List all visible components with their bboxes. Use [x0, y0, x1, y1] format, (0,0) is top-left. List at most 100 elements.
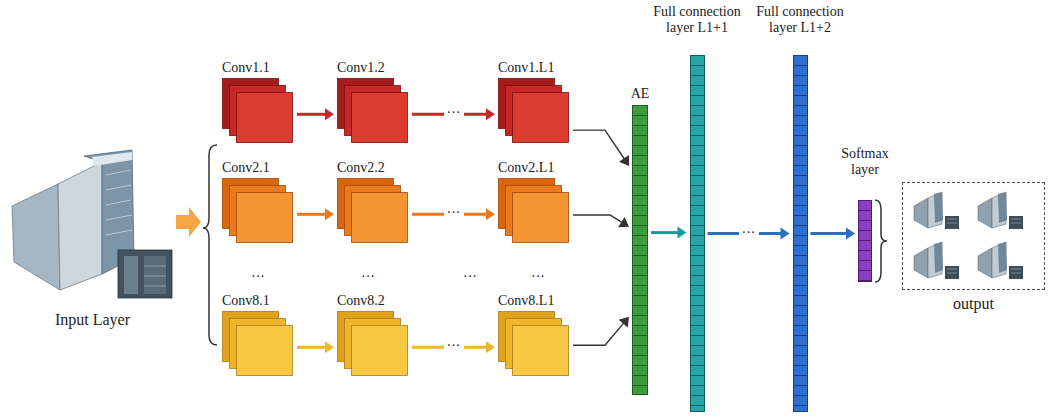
- label-block: Conv1.2: [337, 60, 417, 76]
- layer-label: Conv8.L1: [498, 293, 578, 309]
- stack-outline: [498, 311, 570, 377]
- connector-group: [811, 228, 856, 240]
- stack-outline: [222, 178, 294, 244]
- conv-stack: Conv2.1: [222, 160, 302, 244]
- arrow-connector: [573, 130, 625, 159]
- arrow-head: [846, 228, 855, 240]
- arrow-head: [325, 108, 334, 120]
- label-block: Conv1.1: [222, 60, 302, 76]
- output-box: output: [902, 182, 1045, 313]
- connector-group: [573, 130, 629, 166]
- feature-map: [237, 193, 293, 243]
- brace: [875, 200, 887, 282]
- label-block: Conv8.2: [337, 293, 417, 309]
- feature-map: [352, 193, 408, 243]
- feature-map: [513, 93, 569, 143]
- connector-group: [573, 215, 629, 227]
- input-arrow: [176, 207, 201, 237]
- input-building: [12, 150, 172, 298]
- arrow-connector: [651, 231, 679, 234]
- feature-map: [237, 326, 293, 376]
- arrow-head: [325, 208, 334, 220]
- layer-label: Conv1.1: [222, 60, 302, 76]
- label-block: Full connection layer L1+2: [745, 4, 855, 36]
- ellipsis: ···: [463, 269, 477, 285]
- label-block: Softmax layer: [835, 146, 895, 178]
- output-icon: [978, 242, 1023, 279]
- connector-group: [297, 108, 334, 120]
- label-block: Conv2.2: [337, 160, 417, 176]
- label-block: Input Layer: [10, 310, 175, 329]
- label-block: Conv8.L1: [498, 293, 578, 309]
- ellipsis: ···: [531, 269, 545, 285]
- layer-label: Input Layer: [10, 310, 175, 329]
- conv-stack: Conv1.L1: [498, 60, 578, 144]
- conv-stack: Conv1.2: [337, 60, 417, 144]
- feature-map-stack: [337, 78, 409, 144]
- arrow-head: [325, 341, 334, 353]
- layer-bar: [690, 55, 705, 412]
- stack-outline: [337, 178, 409, 244]
- feature-map-stack: [222, 311, 294, 377]
- arrow-connector: [297, 113, 326, 116]
- stack-outline: [337, 311, 409, 377]
- arrow-connector: [811, 232, 848, 235]
- conv-stack: Conv8.1: [222, 293, 302, 377]
- edge-ellipsis: ···: [444, 205, 464, 221]
- conv-stack: Conv8.2: [337, 293, 417, 377]
- conv-stack: Conv8.L1: [498, 293, 578, 377]
- feature-map: [513, 193, 569, 243]
- stack-outline: [498, 78, 570, 144]
- layer-label: Conv2.2: [337, 160, 417, 176]
- feature-map: [352, 93, 408, 143]
- arrow-head: [678, 227, 687, 239]
- connector-group: [651, 227, 687, 239]
- arrow-head: [486, 108, 495, 120]
- layer-bar: [632, 105, 648, 395]
- label-block: Full connection layer L1+1: [642, 4, 752, 36]
- layer-label: Full connection layer L1+1: [642, 4, 752, 36]
- arrow-head: [618, 217, 629, 227]
- feature-map-stack: [337, 311, 409, 377]
- stack-outline: [222, 78, 294, 144]
- layer-label: AE: [625, 86, 655, 102]
- label-block: AE: [625, 86, 655, 102]
- layer-label: Conv2.L1: [498, 160, 578, 176]
- arrow-head: [486, 341, 495, 353]
- image-frame: [10, 148, 175, 298]
- fc-layer: Full connection layer L1+2: [745, 4, 855, 412]
- feature-map-stack: [222, 178, 294, 244]
- arrow-connector: [573, 215, 622, 223]
- layer-label: Conv1.L1: [498, 60, 578, 76]
- layer-label: output: [902, 294, 1045, 313]
- feature-map: [513, 326, 569, 376]
- layer-label: Softmax layer: [835, 146, 895, 178]
- ellipsis: ···: [361, 269, 375, 285]
- edge-ellipsis: ···: [444, 338, 464, 354]
- feature-map: [237, 93, 293, 143]
- feature-map-stack: [498, 78, 570, 144]
- connector-group: [573, 317, 629, 346]
- layer-label: Conv1.2: [337, 60, 417, 76]
- conv-stack: Conv1.1: [222, 60, 302, 144]
- softmax-layer: Softmax layer: [835, 146, 895, 282]
- conv-stack: Conv2.2: [337, 160, 417, 244]
- layer-bar: [858, 200, 872, 282]
- connector-group: [297, 341, 334, 353]
- output-icon: [978, 192, 1023, 229]
- stack-outline: [498, 178, 570, 244]
- brace: [203, 145, 217, 345]
- label-block: Conv2.L1: [498, 160, 578, 176]
- output-icon: [914, 242, 959, 279]
- label-block: Conv1.L1: [498, 60, 578, 76]
- label-block: Conv8.1: [222, 293, 302, 309]
- arrow-connector: [573, 323, 624, 345]
- fc-layer: Full connection layer L1+1: [642, 4, 752, 412]
- feature-map-stack: [222, 78, 294, 144]
- dashed-frame: [902, 182, 1045, 290]
- feature-map: [352, 326, 408, 376]
- output-icon: [914, 192, 959, 229]
- edge-ellipsis: ···: [739, 225, 759, 241]
- feature-map-stack: [498, 178, 570, 244]
